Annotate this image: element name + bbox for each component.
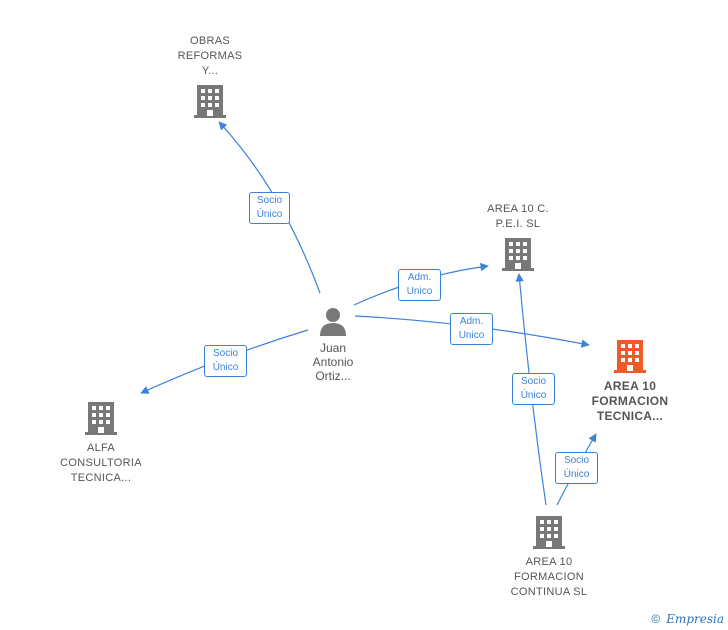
- footer-branding: © Empresia: [651, 612, 724, 626]
- company-label: AREA 10 C.P.E.I. SL: [487, 203, 549, 230]
- building-icon: [85, 402, 117, 435]
- edge-label-cpei: Adm.Unico: [398, 269, 441, 301]
- building-icon: [194, 85, 226, 118]
- copyright-symbol: ©: [651, 612, 661, 626]
- empresia-logo[interactable]: Empresia: [666, 612, 724, 626]
- building-icon: [533, 516, 565, 549]
- person-icon: [320, 308, 346, 336]
- edge-label-ft: Adm.Unico: [450, 313, 493, 345]
- building-icon: [502, 238, 534, 271]
- building-icon: [614, 340, 646, 373]
- company-node-area10-cpei[interactable]: AREA 10 C.P.E.I. SL: [470, 202, 566, 277]
